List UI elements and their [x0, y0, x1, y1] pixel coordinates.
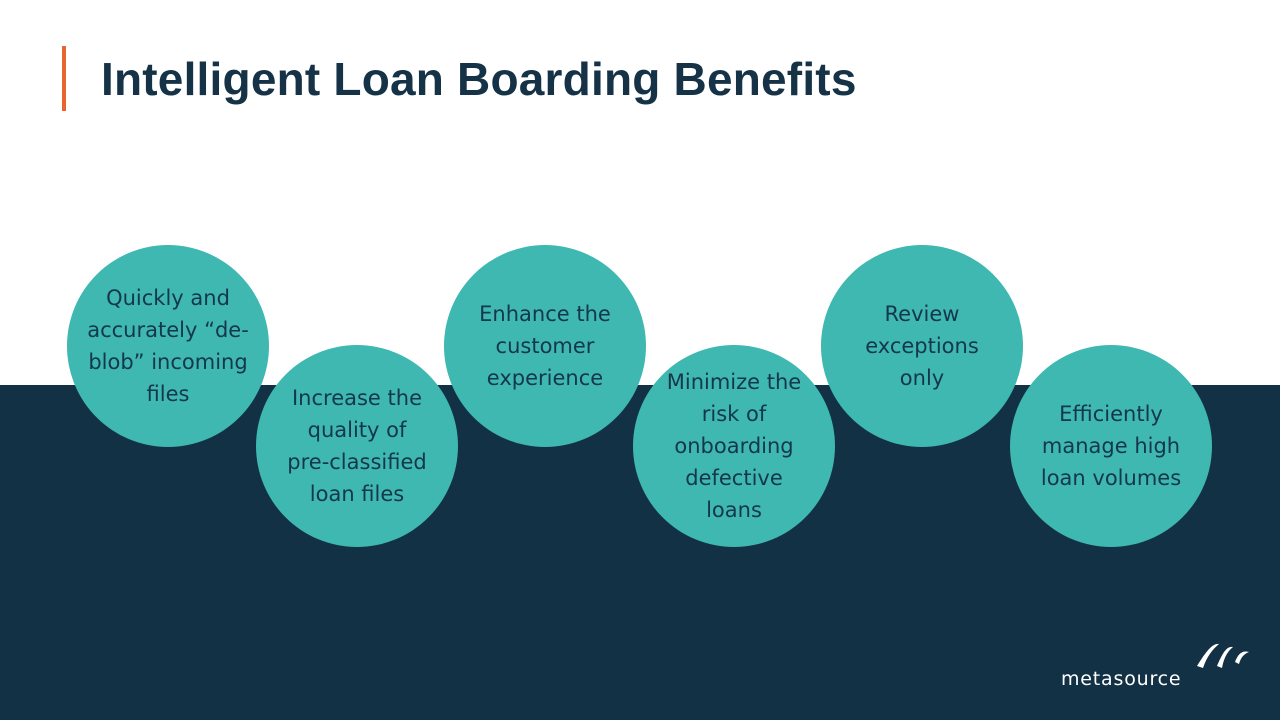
metasource-logo: metasource: [1058, 640, 1258, 696]
title-accent-bar: [62, 46, 66, 111]
logo-text: metasource: [1061, 668, 1182, 690]
benefit-circle-exceptions: Review exceptions only: [821, 245, 1023, 447]
benefit-circle-customer: Enhance the customer experience: [444, 245, 646, 447]
benefit-circle-risk: Minimize the risk of onboarding defectiv…: [633, 345, 835, 547]
benefit-text: Increase the quality of pre-classified l…: [287, 386, 427, 506]
benefit-text: Minimize the risk of onboarding defectiv…: [666, 370, 802, 522]
metasource-logo-icon: [1197, 643, 1249, 668]
slide-title: Intelligent Loan Boarding Benefits: [101, 53, 857, 105]
benefit-text: Enhance the customer experience: [479, 302, 611, 390]
benefit-circle-deblob: Quickly and accurately “de-blob” incomin…: [67, 245, 269, 447]
benefit-text: Review exceptions only: [865, 302, 979, 390]
benefit-circle-volumes: Efficiently manage high loan volumes: [1010, 345, 1212, 547]
benefit-text: Quickly and accurately “de-blob” incomin…: [87, 286, 249, 406]
benefit-text: Efficiently manage high loan volumes: [1040, 402, 1182, 490]
benefit-circle-quality: Increase the quality of pre-classified l…: [256, 345, 458, 547]
